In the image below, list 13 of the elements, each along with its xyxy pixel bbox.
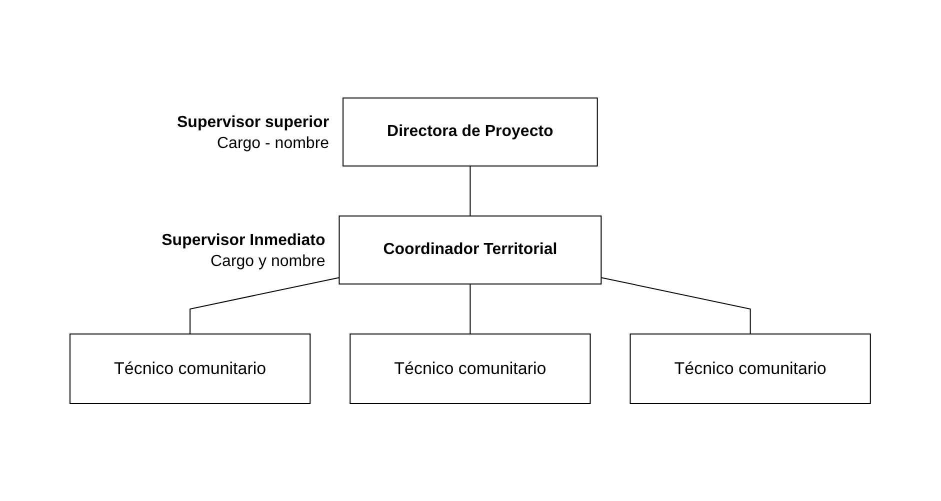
connector bbox=[470, 165, 471, 216]
connector bbox=[470, 283, 471, 334]
node-box: Técnico comunitario bbox=[350, 333, 592, 404]
connector bbox=[190, 276, 340, 334]
role-caption: Supervisor superior bbox=[177, 114, 330, 131]
name-caption: Cargo y nombre bbox=[210, 252, 326, 270]
node-box: Técnico comunitario bbox=[70, 333, 311, 404]
connector bbox=[600, 276, 752, 334]
node-box: Coordinador Territorial bbox=[339, 215, 602, 284]
name-caption: Cargo - nombre bbox=[217, 134, 330, 152]
node-box: Técnico comunitario bbox=[630, 333, 872, 404]
node-box: Directora de Proyecto bbox=[342, 97, 598, 166]
role-caption: Supervisor Inmediato bbox=[162, 232, 326, 249]
